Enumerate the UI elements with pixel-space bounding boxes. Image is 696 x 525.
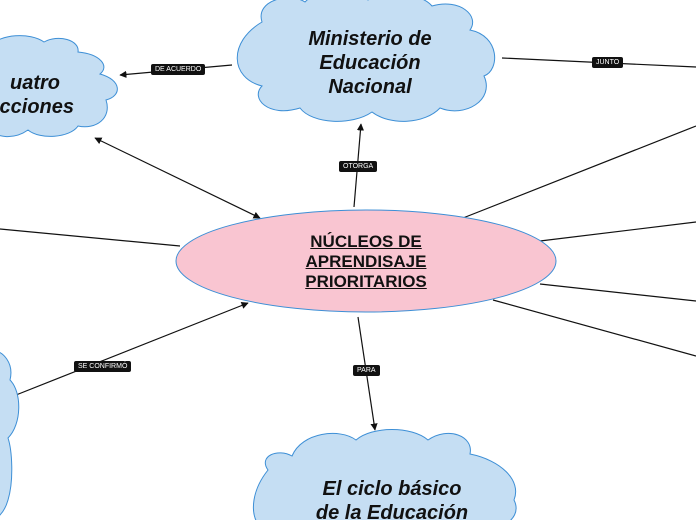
cloud-cuatro[interactable] bbox=[0, 35, 118, 137]
node-ministerio-line-2: Educación bbox=[319, 52, 421, 74]
node-ministerio-line-1: Ministerio de bbox=[308, 28, 432, 50]
center-node-line-2: APRENDISAJE bbox=[305, 252, 427, 271]
node-ministerio-line-3: Nacional bbox=[328, 76, 412, 98]
edge-label-de-acuerdo[interactable]: DE ACUERDO bbox=[151, 64, 206, 75]
center-node[interactable]: NÚCLEOS DE APRENDISAJE PRIORITARIOS bbox=[266, 232, 466, 292]
cloud-bottom-left[interactable] bbox=[0, 350, 20, 520]
edge-se-confirmo[interactable] bbox=[15, 302, 249, 396]
cloud-ciclo[interactable] bbox=[252, 429, 517, 521]
center-node-shape[interactable] bbox=[175, 209, 557, 313]
node-ciclo-line-2: de la Educación bbox=[315, 502, 469, 524]
cloud-ministerio[interactable] bbox=[236, 0, 496, 122]
edge-right-4[interactable] bbox=[492, 299, 696, 357]
node-cuatro-line-1: uatro bbox=[10, 72, 60, 94]
edge-label-para[interactable]: PARA bbox=[353, 365, 380, 376]
edge-center-to-cuatro[interactable] bbox=[94, 137, 261, 219]
node-cuatro[interactable]: uatro cciones bbox=[0, 71, 90, 119]
center-node-line-1: NÚCLEOS DE bbox=[310, 232, 422, 251]
edge-label-se-confirmo[interactable]: SE CONFIRMÓ bbox=[74, 361, 132, 372]
node-ciclo[interactable]: El ciclo básico de la Educación bbox=[282, 477, 502, 525]
connectors bbox=[0, 57, 696, 431]
edge-right-1[interactable] bbox=[462, 125, 696, 219]
edge-label-otorga[interactable]: OTORGA bbox=[339, 161, 378, 172]
center-node-line-3: PRIORITARIOS bbox=[305, 272, 427, 291]
edge-right-2[interactable] bbox=[539, 221, 696, 242]
node-ciclo-line-1: El ciclo básico bbox=[322, 478, 462, 500]
edge-right-3[interactable] bbox=[539, 283, 696, 302]
edge-label-junto[interactable]: JUNTO bbox=[592, 57, 624, 68]
edge-center-left[interactable] bbox=[0, 228, 181, 247]
node-ministerio[interactable]: Ministerio de Educación Nacional bbox=[280, 27, 460, 99]
node-cuatro-line-2: cciones bbox=[0, 96, 74, 118]
